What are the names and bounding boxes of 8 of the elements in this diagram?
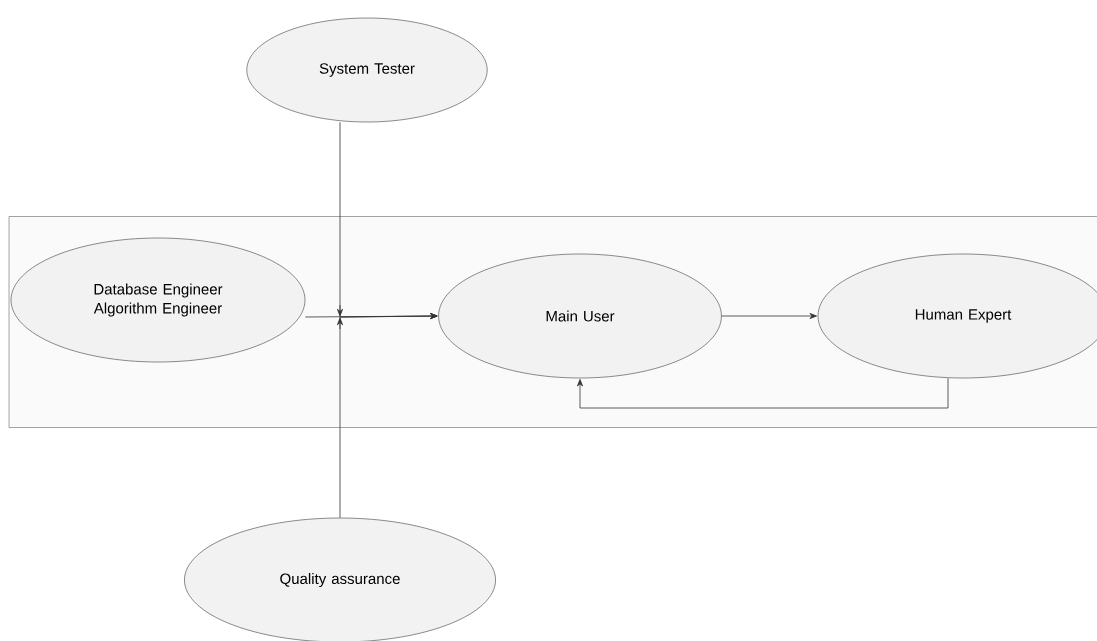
arrow — [721, 313, 817, 319]
ellipse-node: Main User — [438, 253, 722, 379]
arrow — [337, 313, 438, 519]
ellipse-node: Database Engineer Algorithm Engineer — [10, 237, 306, 363]
ellipse-node: Human Expert — [817, 253, 1097, 379]
arrow — [577, 377, 949, 409]
ellipse-node: System Tester — [246, 17, 488, 123]
ellipse-node: Quality assurance — [184, 517, 496, 641]
